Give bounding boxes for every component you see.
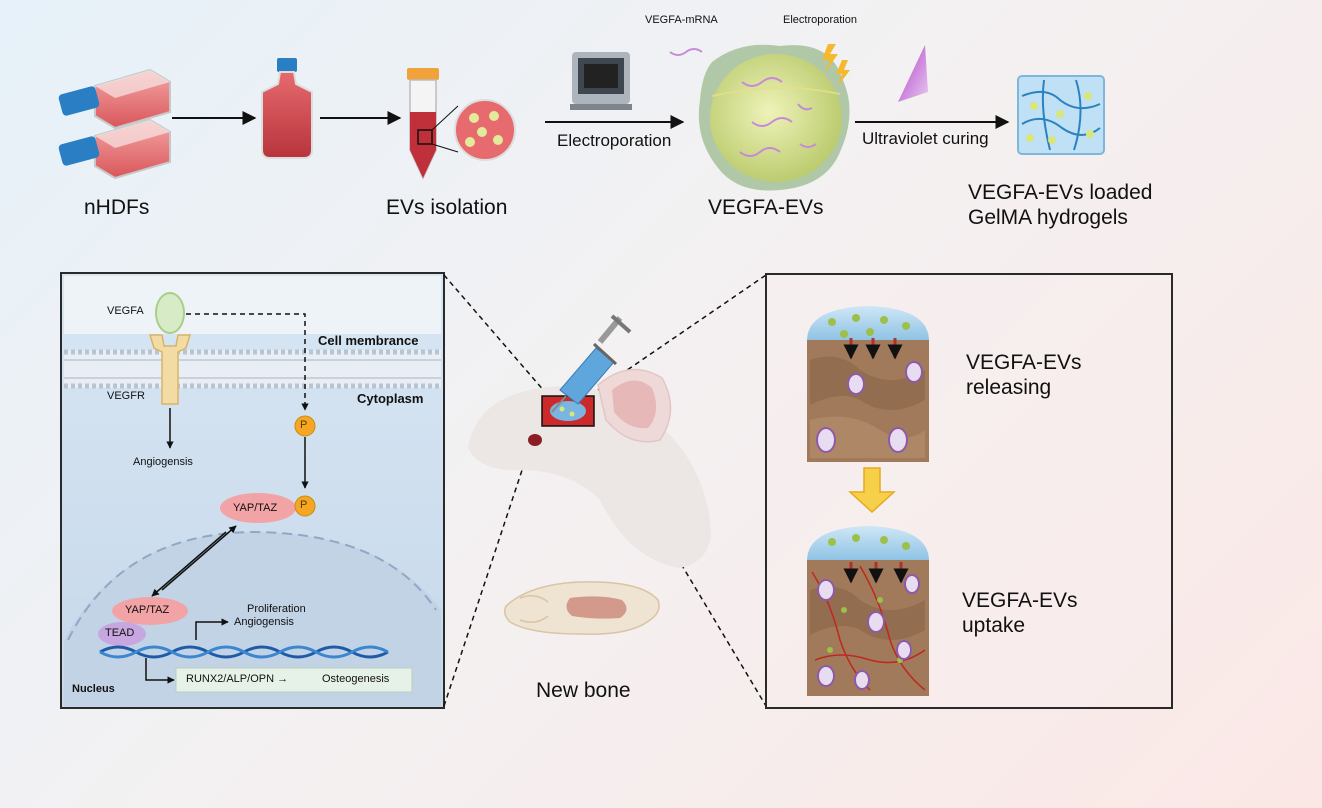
label-uv-curing: Ultraviolet curing bbox=[862, 129, 989, 148]
lightning-icon bbox=[822, 44, 850, 86]
uptake-arrows bbox=[843, 562, 909, 584]
label-nucleus: Nucleus bbox=[72, 683, 115, 695]
label-electroporation-top: Electroporation bbox=[783, 14, 857, 26]
genes-box bbox=[175, 667, 413, 693]
label-osteogenesis: Osteogenesis bbox=[322, 673, 390, 685]
label-p1: P bbox=[300, 419, 308, 431]
label-vegfr: VEGFR bbox=[107, 390, 145, 402]
down-arrow-icon bbox=[848, 467, 896, 514]
vegfa-ev-icon bbox=[698, 44, 850, 191]
hydrogel-cube-icon bbox=[1017, 75, 1105, 155]
left-panel-border bbox=[60, 272, 445, 709]
label-uptake-line2: uptake bbox=[962, 614, 1026, 637]
phospho-circle-1 bbox=[294, 415, 316, 437]
cell-membrane bbox=[64, 349, 441, 389]
skull-icon bbox=[503, 581, 660, 635]
mrna-strand-icon bbox=[669, 48, 703, 56]
dashed-signal-arrow bbox=[186, 313, 309, 411]
electroporator-icon bbox=[570, 52, 632, 110]
label-releasing-line2: releasing bbox=[966, 376, 1052, 399]
culture-flasks-icon bbox=[58, 68, 171, 180]
vegfr-receptor-icon bbox=[148, 292, 192, 405]
label-hydrogel-line2: GelMA hydrogels bbox=[968, 206, 1128, 229]
label-yap-taz-nuc: YAP/TAZ bbox=[125, 604, 170, 616]
media-bottle-icon bbox=[261, 58, 313, 159]
syringe-icon bbox=[551, 314, 632, 413]
label-evs-isolation: EVs isolation bbox=[386, 196, 508, 219]
phospho-circle-2 bbox=[294, 495, 316, 517]
label-uptake-line1: VEGFA-EVs bbox=[962, 589, 1078, 612]
label-nhdfs: nHDFs bbox=[84, 196, 150, 219]
label-releasing-line1: VEGFA-EVs bbox=[966, 351, 1082, 374]
ev-zoom-circle bbox=[454, 99, 516, 161]
label-genes: RUNX2/ALP/OPN → bbox=[186, 673, 289, 685]
label-vegfa-evs: VEGFA-EVs bbox=[708, 196, 824, 219]
label-cell-membrance: Cell membrance bbox=[318, 333, 419, 348]
yap-taz-nucleus bbox=[112, 597, 188, 625]
mouse-icon bbox=[468, 368, 711, 568]
tissue-block-bottom bbox=[807, 526, 929, 696]
label-tead: TEAD bbox=[105, 627, 135, 639]
label-hydrogel-line1: VEGFA-EVs loaded bbox=[968, 181, 1153, 204]
label-p2: P bbox=[300, 499, 308, 511]
label-cytoplasm: Cytoplasm bbox=[357, 391, 424, 406]
label-proliferation: Proliferation bbox=[247, 603, 306, 615]
dna-helix-icon bbox=[99, 645, 389, 659]
nucleus-region bbox=[64, 532, 441, 706]
right-panel-border bbox=[765, 273, 1173, 709]
label-yap-taz-cyto: YAP/TAZ bbox=[233, 502, 278, 514]
centrifuge-tube-icon bbox=[407, 68, 459, 180]
tead-shape bbox=[98, 622, 146, 646]
label-angiogensis-2: Angiogensis bbox=[234, 616, 294, 628]
label-vegfa-mrna: VEGFA-mRNA bbox=[645, 14, 718, 26]
label-angiogensis: Angiogensis bbox=[133, 456, 193, 468]
release-arrows bbox=[843, 338, 903, 360]
label-electroporation-arrow: Electroporation bbox=[557, 131, 672, 150]
yap-taz-cytoplasm bbox=[220, 493, 296, 523]
label-new-bone: New bone bbox=[536, 679, 631, 702]
label-vegfa: VEGFA bbox=[107, 305, 144, 317]
uv-light-icon bbox=[898, 45, 928, 102]
tissue-block-top bbox=[807, 306, 929, 462]
